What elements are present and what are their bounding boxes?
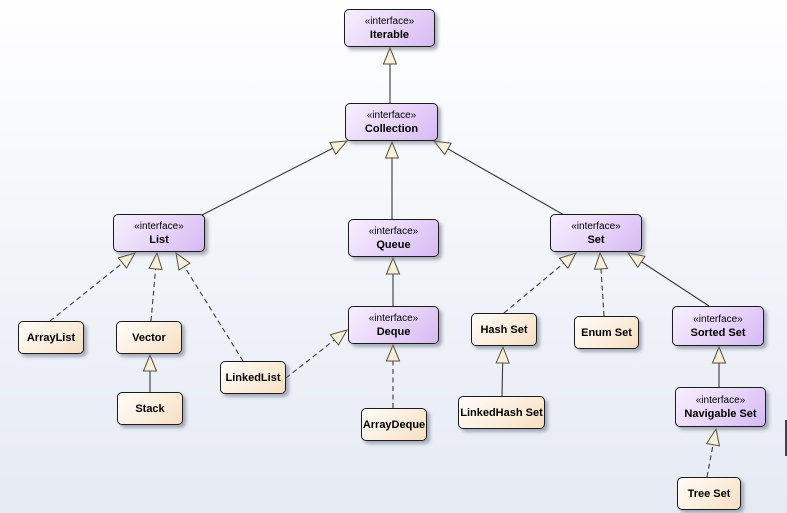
- stereotype-label: «interface»: [693, 313, 743, 325]
- node-navigableset[interactable]: «interface»Navigable Set: [675, 387, 766, 427]
- edge-linkedlist-deque[interactable]: [285, 329, 349, 379]
- node-treeset[interactable]: Tree Set: [677, 477, 741, 510]
- stereotype-label: «interface»: [695, 394, 746, 406]
- node-hashset[interactable]: Hash Set: [471, 313, 537, 346]
- classifier-name: Navigable Set: [684, 407, 757, 420]
- node-vector[interactable]: Vector: [116, 321, 182, 354]
- classifier-name: Iterable: [369, 28, 410, 41]
- classifier-name: Set: [587, 233, 605, 246]
- generalization-arrow-icon: [117, 252, 137, 269]
- stereotype-label: «interface»: [364, 15, 415, 27]
- node-queue[interactable]: «interface»Queue: [348, 219, 439, 257]
- stereotype-label: «interface»: [368, 225, 419, 237]
- node-iterable[interactable]: «interface»Iterable: [344, 9, 435, 47]
- generalization-arrow-icon: [175, 251, 191, 271]
- node-sortedset[interactable]: «interface»Sorted Set: [672, 306, 764, 346]
- node-linkedlist[interactable]: LinkedList: [220, 361, 286, 394]
- stereotype-label: «interface»: [368, 312, 419, 324]
- stereotype-label: «interface»: [366, 109, 417, 121]
- generalization-arrow-icon: [558, 252, 578, 270]
- classifier-name: LinkedHash Set: [460, 406, 543, 419]
- edge-linkedhashset-hashset[interactable]: [495, 345, 510, 397]
- edge-stack-vector[interactable]: [142, 353, 158, 392]
- generalization-arrow-icon: [385, 343, 401, 362]
- edge-linkedlist-list[interactable]: [175, 251, 244, 362]
- node-stack[interactable]: Stack: [117, 392, 183, 425]
- right-edge-artifact: [785, 420, 787, 456]
- edge-navigableset-sortedset[interactable]: [711, 345, 727, 387]
- edge-vector-list[interactable]: [148, 251, 163, 322]
- classifier-name: LinkedList: [225, 371, 281, 384]
- classifier-name: Enum Set: [581, 326, 632, 339]
- generalization-arrow-icon: [329, 329, 349, 346]
- edge-arraydeque-deque[interactable]: [385, 343, 401, 408]
- generalization-arrow-icon: [382, 46, 398, 65]
- classifier-name: Stack: [135, 402, 165, 415]
- edge-arraylist-list[interactable]: [49, 252, 137, 322]
- generalization-arrow-icon: [329, 140, 349, 155]
- edge-deque-queue[interactable]: [385, 256, 401, 306]
- classifier-name: Collection: [364, 122, 419, 135]
- edge-hashset-set[interactable]: [503, 252, 578, 314]
- node-arraydeque[interactable]: ArrayDeque: [361, 408, 427, 441]
- edge-set-collection[interactable]: [432, 140, 565, 216]
- classifier-name: Vector: [132, 331, 166, 344]
- edge-enumset-set[interactable]: [593, 251, 609, 317]
- generalization-arrow-icon: [626, 252, 646, 269]
- node-arraylist[interactable]: ArrayList: [18, 321, 84, 354]
- classifier-name: Tree Set: [687, 487, 731, 500]
- node-list[interactable]: «interface»List: [113, 214, 205, 252]
- generalization-arrow-icon: [711, 345, 727, 364]
- edge-sortedset-set[interactable]: [626, 252, 710, 307]
- edge-treeset-navigableset[interactable]: [705, 427, 721, 478]
- edge-collection-iterable[interactable]: [382, 46, 398, 103]
- classifier-name: Sorted Set: [690, 326, 746, 339]
- generalization-arrow-icon: [148, 251, 163, 271]
- classifier-name: ArrayList: [26, 331, 76, 344]
- edge-list-collection[interactable]: [201, 140, 349, 216]
- node-linkedhashset[interactable]: LinkedHash Set: [458, 396, 545, 429]
- classifier-name: Queue: [376, 238, 411, 251]
- edge-queue-collection[interactable]: [384, 140, 400, 219]
- stereotype-label: «interface»: [571, 220, 621, 232]
- classifier-name: Deque: [376, 325, 411, 338]
- node-collection[interactable]: «interface»Collection: [345, 103, 438, 141]
- classifier-name: List: [149, 233, 169, 246]
- generalization-arrow-icon: [384, 140, 400, 159]
- classifier-name: Hash Set: [480, 323, 528, 336]
- stereotype-label: «interface»: [134, 220, 184, 232]
- generalization-arrow-icon: [705, 427, 721, 447]
- generalization-arrow-icon: [432, 140, 452, 156]
- node-set[interactable]: «interface»Set: [550, 214, 642, 252]
- generalization-arrow-icon: [385, 256, 401, 275]
- node-deque[interactable]: «interface»Deque: [348, 306, 439, 344]
- node-enumset[interactable]: Enum Set: [574, 316, 639, 349]
- generalization-arrow-icon: [142, 353, 158, 372]
- classifier-name: ArrayDeque: [362, 418, 426, 431]
- generalization-arrow-icon: [495, 345, 510, 364]
- generalization-arrow-icon: [593, 251, 609, 270]
